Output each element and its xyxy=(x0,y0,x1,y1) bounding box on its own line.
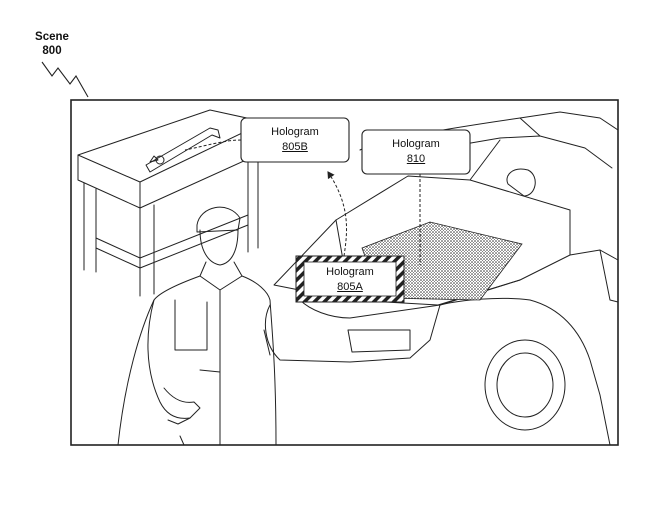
scene-label: Scene 800 xyxy=(26,30,78,58)
hologram-805b-number: 805B xyxy=(282,141,308,153)
scene-frame xyxy=(70,99,619,446)
hologram-810-number: 810 xyxy=(406,153,426,165)
workbench xyxy=(77,109,269,297)
hologram-805b-title: Hologram xyxy=(271,126,319,138)
mechanic-figure xyxy=(117,206,277,446)
hologram-810-label: Hologram 810 xyxy=(362,137,470,167)
scene-leader-line xyxy=(41,61,89,98)
hologram-810-title: Hologram xyxy=(392,138,440,150)
hologram-805a-label: Hologram 805A xyxy=(304,265,396,295)
scene-title: Scene xyxy=(35,31,69,43)
hologram-810-box xyxy=(361,129,471,175)
hologram-805a-number: 805A xyxy=(337,281,363,293)
hologram-805b-label: Hologram 805B xyxy=(241,125,349,155)
hologram-805a-title: Hologram xyxy=(326,266,374,278)
scene-number: 800 xyxy=(42,45,62,57)
front-wheel xyxy=(484,339,566,431)
connector-805a-to-805b xyxy=(327,171,347,257)
wrench-icon xyxy=(145,127,221,173)
hologram-805a-box xyxy=(303,261,397,297)
connector-805b-to-wrench xyxy=(184,139,242,151)
